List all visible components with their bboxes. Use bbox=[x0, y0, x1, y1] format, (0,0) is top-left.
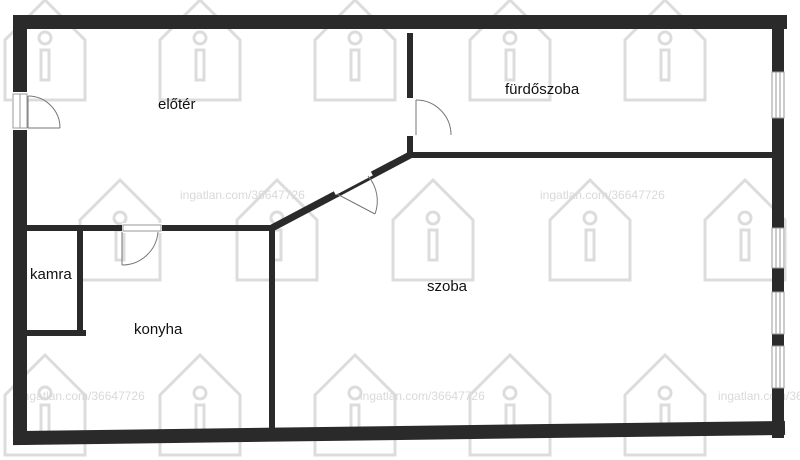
watermark-text: ingatlan.com/36647726 bbox=[360, 389, 485, 403]
wall-openings bbox=[12, 72, 785, 388]
room-door-opening bbox=[329, 162, 373, 196]
room-labels: előtér fürdőszoba szoba kamra konyha bbox=[30, 81, 580, 338]
window-room-2 bbox=[771, 291, 785, 335]
house-info-icon bbox=[313, 0, 397, 102]
window-gap-room-2 bbox=[771, 292, 785, 334]
bathroom-door-opening bbox=[405, 98, 415, 136]
bathroom-door-swing bbox=[415, 99, 452, 136]
door-swings bbox=[27, 95, 452, 266]
window-bathroom bbox=[771, 71, 785, 119]
watermark-text: ingatlan.com/36647726 bbox=[540, 188, 665, 202]
outer-wall-bottom bbox=[12, 420, 786, 446]
entrance-door-swing bbox=[27, 95, 61, 129]
house-info-icon bbox=[3, 0, 87, 102]
room-label-kamra: kamra bbox=[30, 266, 72, 283]
kitchen-door-frame bbox=[122, 224, 162, 232]
watermark-text: ingatlan.com/36647726 bbox=[20, 389, 145, 403]
kitchen-door-opening bbox=[122, 223, 162, 233]
walls bbox=[12, 15, 787, 446]
house-info-icon bbox=[391, 177, 475, 282]
watermark-layer bbox=[3, 0, 787, 457]
house-info-icon bbox=[623, 0, 707, 102]
window-room-1 bbox=[771, 227, 785, 269]
window-gap-bath bbox=[771, 72, 785, 118]
watermark-text-layer: ingatlan.com/36647726 ingatlan.com/36647… bbox=[20, 188, 800, 403]
room-label-eloter: előtér bbox=[158, 96, 196, 113]
house-info-icon bbox=[468, 352, 552, 457]
room-door-swing bbox=[336, 175, 378, 215]
house-info-icon bbox=[158, 0, 242, 102]
house-info-icon bbox=[623, 352, 707, 457]
room-label-furdoszoba: fürdőszoba bbox=[505, 81, 580, 98]
windows bbox=[12, 71, 785, 389]
entrance-frame bbox=[12, 93, 28, 129]
house-info-icon bbox=[548, 177, 632, 282]
room-label-konyha: konyha bbox=[134, 321, 183, 338]
house-info-icon bbox=[468, 0, 552, 102]
kitchen-door-swing bbox=[121, 231, 159, 266]
window-gap-room-3 bbox=[771, 346, 785, 388]
watermark-text: ingatlan.com/36647726 bbox=[180, 188, 305, 202]
window-room-3 bbox=[771, 345, 785, 389]
window-gap-room-1 bbox=[771, 228, 785, 268]
watermark-text: ingatlan.com/36647726 bbox=[718, 389, 800, 403]
room-label-szoba: szoba bbox=[427, 278, 468, 295]
